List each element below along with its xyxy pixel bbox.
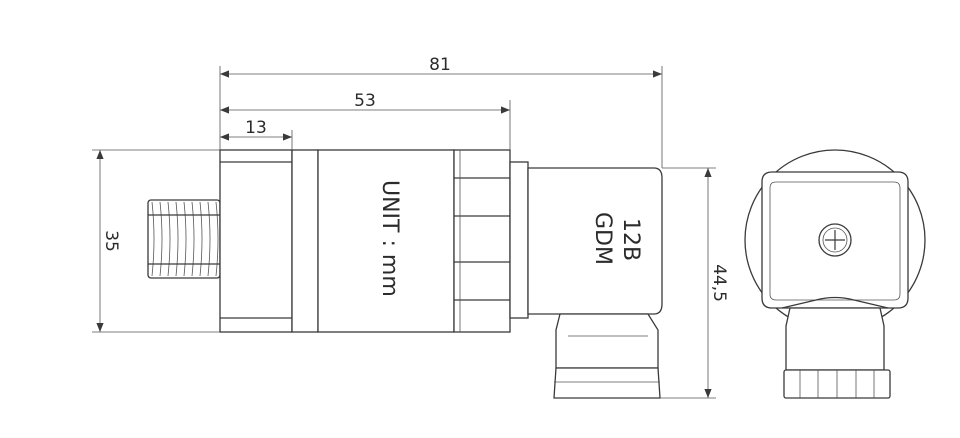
dim-overall-length: 81: [429, 55, 451, 75]
thread-ridge: [207, 201, 211, 277]
hex-section: [219, 149, 293, 333]
thread-ridge: [215, 201, 219, 277]
ribbed-section: [453, 149, 529, 333]
thread-ridge: [199, 201, 203, 277]
screw-icon: [818, 223, 852, 257]
thread-ridge: [183, 201, 187, 277]
thread-ridge: [175, 201, 179, 277]
dim-hex-length: 13: [245, 118, 267, 138]
main-body: [291, 149, 455, 333]
dim-body-length: 53: [354, 91, 376, 111]
connector-label-line1: 12B: [618, 218, 643, 261]
connector-label-line2: GDM: [590, 212, 615, 265]
thread-ridge: [167, 201, 171, 277]
end-view: [744, 149, 926, 399]
threaded-fitting: [147, 199, 221, 279]
thread-ridge: [151, 201, 155, 277]
unit-label: UNIT : mm: [377, 180, 402, 297]
dim-diameter: 35: [101, 230, 121, 252]
side-view: UNIT : mm 12B GDM: [147, 149, 663, 399]
thread-ridge: [191, 201, 195, 277]
dimension-lines: 81 53 13 35 44,5: [92, 55, 729, 399]
din-connector: [527, 167, 663, 399]
dim-height: 44,5: [709, 264, 729, 302]
thread-ridge: [159, 201, 163, 277]
